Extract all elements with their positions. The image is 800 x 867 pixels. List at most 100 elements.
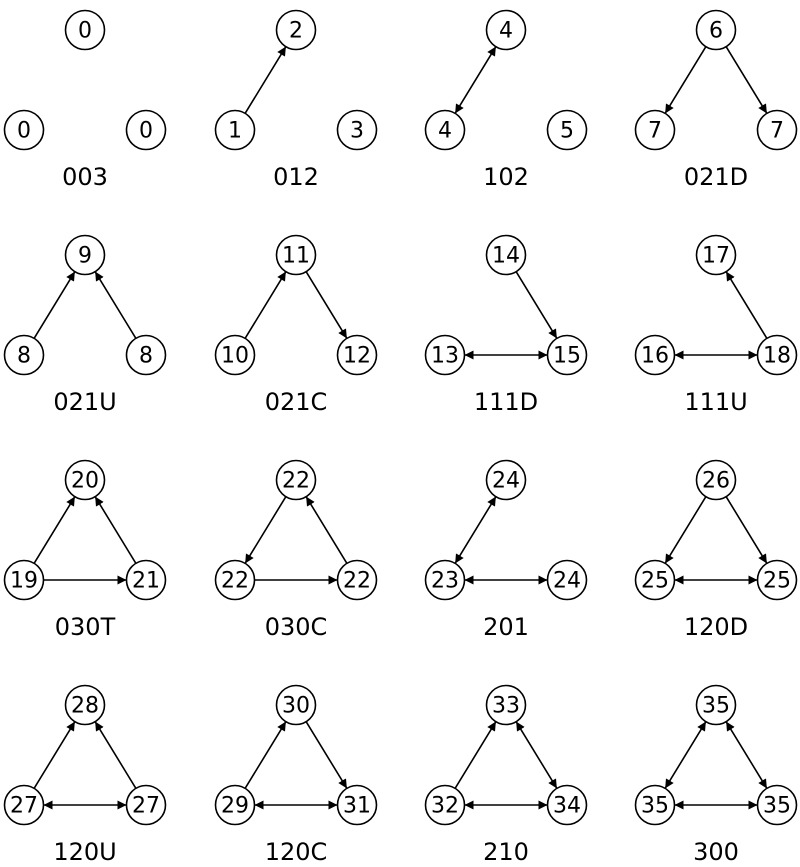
node-label-bl: 27 — [10, 794, 38, 819]
node-circle-bl — [3, 109, 45, 151]
directed-edge-top-br — [725, 496, 768, 564]
node-circle-br — [336, 334, 378, 376]
node-label-br: 8 — [139, 344, 153, 369]
node-circle-br — [336, 784, 378, 826]
node-circle-top — [485, 234, 527, 276]
directed-edge-bl-top — [244, 721, 287, 789]
directed-edge-top-bl — [664, 496, 707, 564]
mutual-edge-bl-top — [454, 496, 497, 564]
directed-edge-br-top — [94, 271, 137, 339]
node-circle-top — [695, 684, 737, 726]
node-label-top: 6 — [709, 19, 723, 44]
node-label-bl: 25 — [641, 569, 669, 594]
node-label-bl: 4 — [438, 119, 452, 144]
node-circle-br — [125, 109, 167, 151]
node-circle-top — [695, 459, 737, 501]
triad-code-label: 030C — [265, 613, 328, 641]
node-label-bl: 32 — [431, 794, 459, 819]
node-circle-top — [275, 234, 317, 276]
node-label-top: 28 — [71, 694, 99, 719]
triad-code-label: 300 — [693, 838, 739, 866]
node-label-top: 17 — [702, 244, 730, 269]
node-circle-bl — [214, 109, 256, 151]
node-circle-top — [275, 459, 317, 501]
node-circle-br — [125, 784, 167, 826]
node-circle-bl — [424, 784, 466, 826]
directed-edge-br-top — [94, 721, 137, 789]
node-label-br: 21 — [132, 569, 160, 594]
directed-edge-br-top — [94, 496, 137, 564]
triad-code-label: 012 — [273, 163, 319, 191]
node-circle-br — [546, 559, 588, 601]
directed-edge-br-top — [305, 496, 348, 564]
directed-edge-bl-top — [244, 271, 287, 339]
node-circle-br — [756, 559, 798, 601]
node-circle-top — [485, 684, 527, 726]
directed-edge-bl-top — [33, 271, 76, 339]
node-label-bl: 29 — [221, 794, 249, 819]
node-circle-bl — [634, 784, 676, 826]
directed-edge-top-br — [725, 46, 768, 114]
directed-edge-top-br — [515, 271, 558, 339]
node-label-br: 27 — [132, 794, 160, 819]
triad-code-label: 201 — [483, 613, 529, 641]
node-label-top: 9 — [78, 244, 92, 269]
node-circle-bl — [634, 109, 676, 151]
node-label-top: 0 — [78, 19, 92, 44]
node-label-br: 31 — [343, 794, 371, 819]
node-circle-top — [695, 234, 737, 276]
node-circle-br — [756, 334, 798, 376]
node-circle-bl — [3, 334, 45, 376]
node-label-bl: 19 — [10, 569, 38, 594]
directed-edge-top-br — [305, 271, 348, 339]
triad-120u: 28 27 27 120U — [3, 684, 167, 866]
triad-code-label: 111D — [474, 388, 538, 416]
node-circle-br — [546, 334, 588, 376]
mutual-edge-top-br — [725, 721, 768, 789]
node-label-bl: 7 — [648, 119, 662, 144]
triad-code-label: 003 — [62, 163, 108, 191]
node-label-bl: 0 — [17, 119, 31, 144]
node-circle-top — [64, 684, 106, 726]
node-circle-top — [485, 459, 527, 501]
directed-edge-bl-top — [33, 496, 76, 564]
node-label-top: 35 — [702, 694, 730, 719]
directed-edge-top-bl — [664, 46, 707, 114]
node-circle-br — [125, 559, 167, 601]
node-circle-top — [64, 459, 106, 501]
triad-code-label: 030T — [55, 613, 116, 641]
node-label-br: 22 — [343, 569, 371, 594]
directed-edge-bl-top — [454, 721, 497, 789]
node-label-bl: 35 — [641, 794, 669, 819]
node-circle-top — [275, 9, 317, 51]
node-circle-bl — [3, 784, 45, 826]
directed-edge-br-top — [725, 271, 768, 339]
node-circle-bl — [214, 559, 256, 601]
node-circle-br — [546, 109, 588, 151]
triad-code-label: 102 — [483, 163, 529, 191]
node-circle-bl — [634, 559, 676, 601]
node-circle-br — [546, 784, 588, 826]
triad-code-label: 120U — [53, 838, 116, 866]
triad-code-label: 021D — [684, 163, 748, 191]
mutual-edge-top-br — [515, 721, 558, 789]
mutual-edge-bl-top — [664, 721, 707, 789]
node-label-bl: 16 — [641, 344, 669, 369]
node-circle-bl — [214, 784, 256, 826]
node-label-top: 24 — [492, 469, 520, 494]
node-circle-top — [64, 9, 106, 51]
node-label-bl: 23 — [431, 569, 459, 594]
node-label-top: 2 — [289, 19, 303, 44]
node-label-br: 5 — [560, 119, 574, 144]
